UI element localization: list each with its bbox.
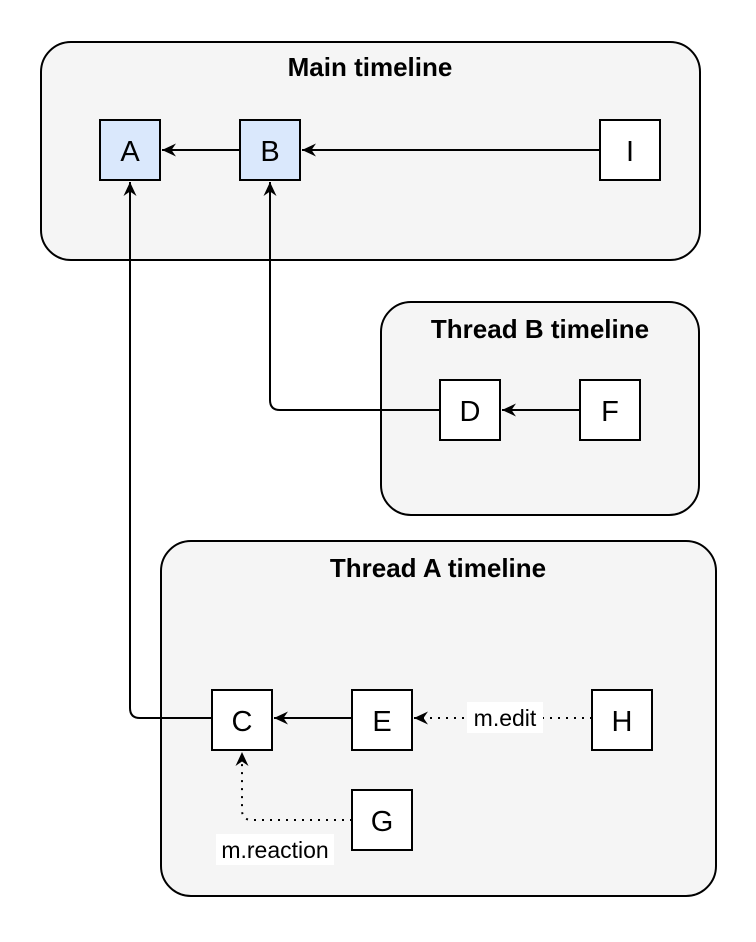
node-e-box <box>351 689 413 751</box>
node-i-box <box>599 119 661 181</box>
node-a-box <box>99 119 161 181</box>
node-g-label: G <box>371 806 394 838</box>
node-d: D <box>439 379 501 441</box>
thread-b-timeline-title: Thread B timeline <box>431 314 649 344</box>
edge-d-to-b <box>263 182 440 411</box>
node-g: G <box>351 789 413 851</box>
node-h-label: H <box>612 706 633 738</box>
main-timeline-title: Main timeline <box>288 52 453 82</box>
node-i-label: I <box>626 136 634 168</box>
node-c-box <box>211 689 273 751</box>
node-e-label: E <box>372 706 391 738</box>
m-reaction-label: m.reaction <box>221 837 328 863</box>
node-h-box <box>591 689 653 751</box>
node-g-box <box>351 789 413 851</box>
edge-label-m-edit: m.edit <box>467 702 543 733</box>
m-edit-label: m.edit <box>474 705 537 731</box>
node-e: E <box>351 689 413 751</box>
thread-b-timeline-frame <box>380 301 700 516</box>
node-c: C <box>211 689 273 751</box>
edge-label-m-reaction: m.reaction <box>216 834 334 865</box>
node-f-label: F <box>601 396 619 428</box>
m-reaction-label-background <box>216 834 334 865</box>
thread-b-timeline-container: Thread B timeline <box>380 301 700 516</box>
edge-c-to-a <box>123 182 212 719</box>
node-d-label: D <box>460 396 481 428</box>
node-b-box <box>239 119 301 181</box>
thread-a-timeline-title: Thread A timeline <box>330 553 546 583</box>
node-b: B <box>239 119 301 181</box>
node-h: H <box>591 689 653 751</box>
node-b-label: B <box>260 136 279 168</box>
node-f: F <box>579 379 641 441</box>
node-a-label: A <box>120 136 140 168</box>
m-edit-label-background <box>467 702 543 733</box>
node-a: A <box>99 119 161 181</box>
node-d-box <box>439 379 501 441</box>
node-i: I <box>599 119 661 181</box>
node-c-label: C <box>232 706 253 738</box>
node-f-box <box>579 379 641 441</box>
